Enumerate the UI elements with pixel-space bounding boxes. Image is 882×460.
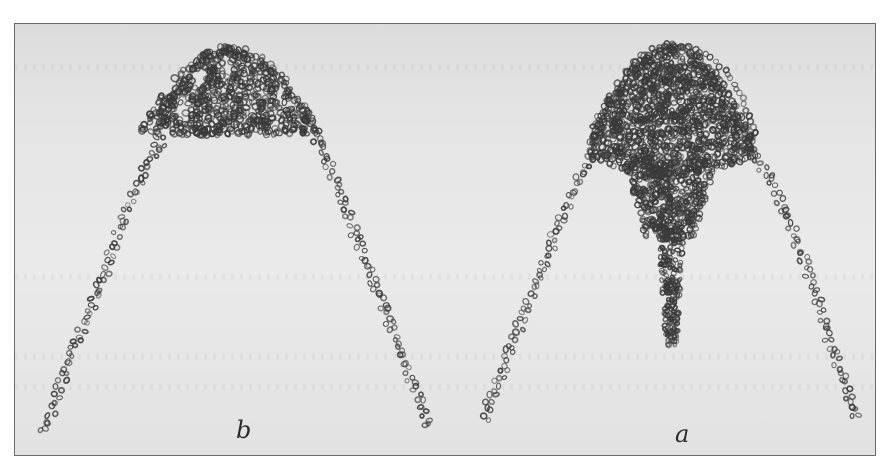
panel-label-a: a xyxy=(675,422,689,446)
figure-panel: b a xyxy=(14,23,876,456)
panel-label-b: b xyxy=(236,418,251,442)
arch-b xyxy=(37,43,433,433)
cell-drawing xyxy=(15,24,876,456)
arch-a xyxy=(480,40,862,423)
